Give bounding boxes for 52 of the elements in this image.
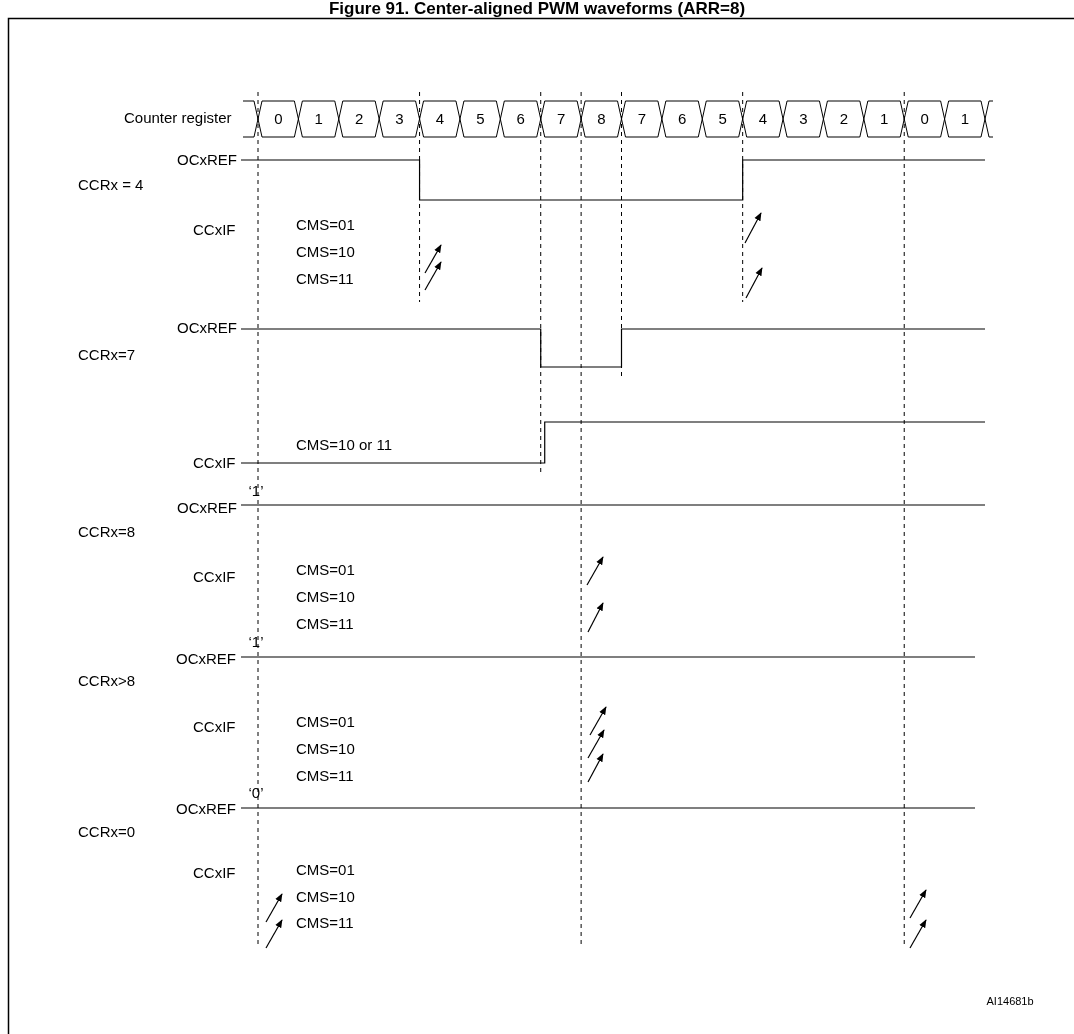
level-label: ‘1’ — [248, 633, 264, 651]
signal-name: OCxREF — [176, 800, 236, 818]
condition-label: CCRx=7 — [78, 346, 136, 364]
condition-label: CCRx>8 — [78, 672, 136, 690]
signal-name: OCxREF — [177, 499, 237, 517]
counter-value: 3 — [395, 110, 404, 128]
mode-label: CMS=01 — [296, 216, 355, 234]
signal-name: CCxIF — [193, 221, 236, 239]
mode-label: CMS=10 — [296, 243, 355, 261]
signal-name: OCxREF — [177, 319, 237, 337]
counter-value: 8 — [597, 110, 606, 128]
signal-name: CCxIF — [193, 568, 236, 586]
counter-value: 5 — [718, 110, 727, 128]
counter-value: 1 — [960, 110, 970, 128]
mode-label: CMS=01 — [296, 861, 355, 879]
counter-value: 7 — [637, 110, 647, 128]
signal-name: CCxIF — [193, 454, 236, 472]
mode-label: CMS=10 — [296, 588, 355, 606]
mode-label: CMS=11 — [296, 914, 354, 932]
figure-id: AI14681b — [986, 994, 1034, 1009]
signal-name: OCxREF — [176, 650, 236, 668]
mode-label: CMS=01 — [296, 713, 355, 731]
mode-label: CMS=11 — [296, 767, 354, 785]
condition-label: CCRx = 4 — [78, 176, 144, 194]
counter-value: 1 — [314, 110, 323, 128]
signal-name: OCxREF — [177, 151, 237, 169]
counter-value: 5 — [476, 110, 485, 128]
level-label: ‘0’ — [248, 784, 264, 802]
counter-value: 1 — [880, 110, 889, 128]
figure-title: Figure 91. Center-aligned PWM waveforms (ARR=8) — [327, 0, 747, 18]
condition-label: CCRx=8 — [78, 523, 136, 541]
counter-value: 4 — [435, 110, 445, 128]
mode-label: CMS=10 — [296, 740, 355, 758]
counter-value: 3 — [799, 110, 808, 128]
condition-label: CCRx=0 — [78, 823, 136, 841]
mode-label: CMS=01 — [296, 561, 355, 579]
mode-label: CMS=11 — [296, 270, 354, 288]
counter-value: 7 — [556, 110, 566, 128]
counter-value: 4 — [758, 110, 768, 128]
signal-name: CCxIF — [193, 864, 236, 882]
counter-value: 2 — [354, 110, 364, 128]
signal-name: CCxIF — [193, 718, 236, 736]
counter-value: 6 — [516, 110, 525, 128]
signal-name: Counter register — [124, 109, 232, 127]
counter-value: 6 — [678, 110, 687, 128]
mode-label: CMS=10 or 11 — [296, 436, 393, 454]
counter-value: 2 — [839, 110, 848, 128]
level-label: ‘1’ — [248, 482, 264, 500]
counter-value: 0 — [274, 110, 283, 128]
mode-label: CMS=11 — [296, 615, 354, 633]
counter-value: 0 — [920, 110, 929, 128]
mode-label: CMS=10 — [296, 888, 355, 906]
